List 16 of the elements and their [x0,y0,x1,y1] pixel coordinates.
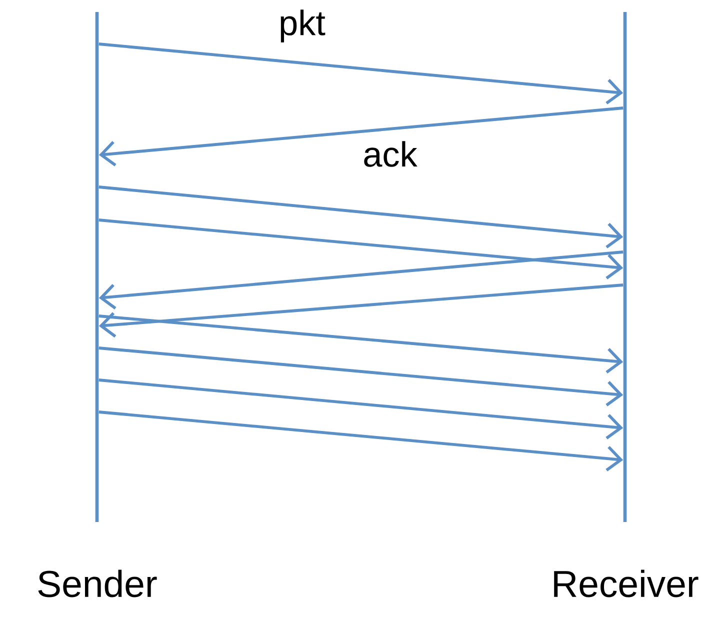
arrow [98,346,624,406]
arrow [98,106,624,166]
arrow [98,314,624,374]
edge-label: ack [364,141,418,167]
lifeline [38,12,157,598]
arrow [98,218,624,280]
arrow [98,284,624,338]
arrow [98,186,624,248]
arrow [98,250,624,310]
edge-label: pkt [280,10,326,42]
lifeline [554,12,698,598]
lifeline-label: Sender [38,570,157,598]
lifeline-label: Receiver [554,570,698,598]
arrow [98,410,624,472]
arrow [98,42,624,104]
arrow [98,378,624,440]
